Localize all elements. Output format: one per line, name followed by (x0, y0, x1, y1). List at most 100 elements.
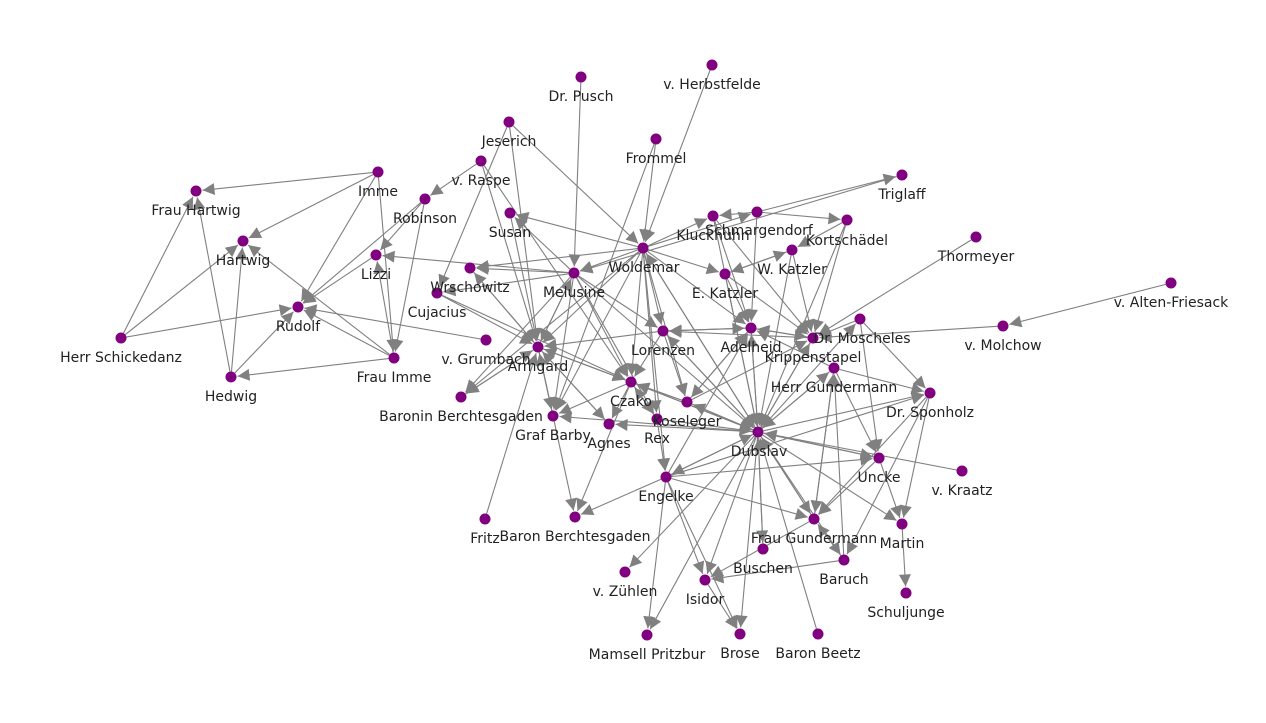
node-label-robinson: Robinson (393, 211, 457, 227)
edge-imme-to-rudolf (300, 176, 376, 302)
node-fritz[interactable] (479, 513, 491, 525)
node-v_alten_friesack[interactable] (1165, 277, 1177, 289)
edge-robinson-to-rudolf (302, 202, 422, 304)
node-dr_sponholz[interactable] (924, 387, 936, 399)
edge-rex-to-dubslav (662, 419, 752, 436)
node-koseleger[interactable] (681, 396, 693, 408)
edge-krippenstapel-to-adelheid (757, 324, 808, 338)
edge-schmargendorf-to-adelheid (745, 217, 758, 322)
node-adelheid[interactable] (745, 322, 757, 334)
edge-woldemar-to-koseleger (643, 253, 688, 396)
node-graf_barby[interactable] (547, 410, 559, 422)
node-wrschowitz[interactable] (464, 262, 476, 274)
node-label-schmargendorf: Schmargendorf (705, 223, 814, 239)
node-uncke[interactable] (873, 452, 885, 464)
node-v_herbstfelde[interactable] (706, 59, 718, 71)
edge-lorenzen-to-armgard (544, 331, 658, 351)
edge-koseleger-to-krippenstapel (691, 340, 808, 400)
node-schuljunge[interactable] (900, 587, 912, 599)
node-herr_schickedanz[interactable] (115, 332, 127, 344)
edge-baruch-to-herr_gundermann (828, 374, 845, 555)
node-label-v_herbstfelde: v. Herbstfelde (663, 77, 761, 93)
node-imme[interactable] (372, 166, 384, 178)
node-agnes[interactable] (603, 418, 615, 430)
node-frommel[interactable] (650, 133, 662, 145)
node-kortschaedel[interactable] (841, 214, 853, 226)
node-label-baronin_berchtesgaden: Baronin Berchtesgaden (379, 409, 543, 425)
node-engelke[interactable] (660, 471, 672, 483)
edge-herr_gundermann-to-dr_sponholz (839, 368, 924, 395)
node-triglaff[interactable] (896, 169, 908, 181)
node-susan[interactable] (504, 207, 516, 219)
edge-melusine-to-lizzi (382, 250, 569, 274)
node-lizzi[interactable] (370, 249, 382, 261)
node-armgard[interactable] (532, 341, 544, 353)
node-robinson[interactable] (419, 193, 431, 205)
node-herr_gundermann[interactable] (828, 362, 840, 374)
node-e_katzler[interactable] (719, 268, 731, 280)
edge-woldemar-to-adelheid (647, 250, 747, 325)
edge-engelke-to-isidor (667, 481, 705, 575)
edge-baronin_berchtesgaden-to-armgard (465, 350, 533, 395)
node-frau_imme[interactable] (388, 352, 400, 364)
node-jeserich[interactable] (503, 116, 515, 128)
node-label-uncke: Uncke (857, 470, 900, 486)
edge-v_molchow-to-krippenstapel (819, 325, 998, 343)
edge-krippenstapel-to-dubslav (760, 342, 811, 427)
edge-kortschaedel-to-krippenstapel (812, 225, 847, 332)
node-v_grumbach[interactable] (480, 334, 492, 346)
node-baruch[interactable] (838, 554, 850, 566)
node-martin[interactable] (896, 518, 908, 530)
edge-dr_sponholz-to-baruch (846, 397, 928, 555)
node-frau_gundermann[interactable] (808, 513, 820, 525)
node-schmargendorf[interactable] (751, 206, 763, 218)
edge-dubslav-to-dr_moscheles (761, 323, 857, 429)
node-rudolf[interactable] (292, 301, 304, 313)
node-cujacius[interactable] (431, 287, 443, 299)
node-lorenzen[interactable] (657, 325, 669, 337)
edge-v_raspe-to-armgard (482, 166, 539, 341)
edge-kluckhuhn-to-adelheid (714, 221, 751, 322)
node-v_molchow[interactable] (997, 320, 1009, 332)
edge-engelke-to-dubslav (670, 434, 753, 476)
node-dr_moscheles[interactable] (854, 313, 866, 325)
node-w_katzler[interactable] (786, 244, 798, 256)
node-czako[interactable] (625, 376, 637, 388)
edge-frau_imme-to-hedwig (237, 358, 389, 381)
node-dr_pusch[interactable] (575, 71, 587, 83)
node-v_kraatz[interactable] (956, 465, 968, 477)
node-buschen[interactable] (757, 543, 769, 555)
node-thormeyer[interactable] (970, 231, 982, 243)
node-frau_hartwig[interactable] (190, 185, 202, 197)
edge-woldemar-to-graf_barby (555, 252, 641, 411)
edge-czako-to-baron_berchtesgaden (576, 386, 630, 512)
edge-melusine-to-wrschowitz (476, 262, 569, 275)
edge-v_raspe-to-robinson (430, 163, 477, 196)
node-baronin_berchtesgaden[interactable] (455, 391, 467, 403)
node-baron_beetz[interactable] (812, 628, 824, 640)
node-woldemar[interactable] (637, 242, 649, 254)
node-hedwig[interactable] (225, 371, 237, 383)
node-krippenstapel[interactable] (807, 332, 819, 344)
edge-robinson-to-lizzi (379, 202, 422, 251)
node-melusine[interactable] (568, 267, 580, 279)
edge-imme-to-hartwig (248, 174, 374, 239)
node-mamsell_pritzbur[interactable] (641, 629, 653, 641)
edge-baron_beetz-to-dubslav (757, 438, 817, 629)
node-label-dr_moscheles: Dr. Moscheles (813, 331, 910, 347)
node-rex[interactable] (651, 413, 663, 425)
node-kluckhuhn[interactable] (707, 210, 719, 222)
node-label-frommel: Frommel (626, 151, 687, 167)
node-isidor[interactable] (699, 574, 711, 586)
edge-e_katzler-to-krippenstapel (729, 276, 809, 335)
edge-baruch-to-frau_gundermann (817, 523, 842, 556)
node-brose[interactable] (734, 628, 746, 640)
node-baron_berchtesgaden[interactable] (569, 511, 581, 523)
node-label-frau_imme: Frau Imme (357, 370, 432, 386)
node-dubslav[interactable] (752, 426, 764, 438)
node-label-v_alten_friesack: v. Alten-Friesack (1114, 295, 1229, 311)
node-v_raspe[interactable] (475, 155, 487, 167)
edge-engelke-to-dr_sponholz (671, 392, 924, 476)
node-v_zuehlen[interactable] (619, 566, 631, 578)
node-hartwig[interactable] (237, 235, 249, 247)
